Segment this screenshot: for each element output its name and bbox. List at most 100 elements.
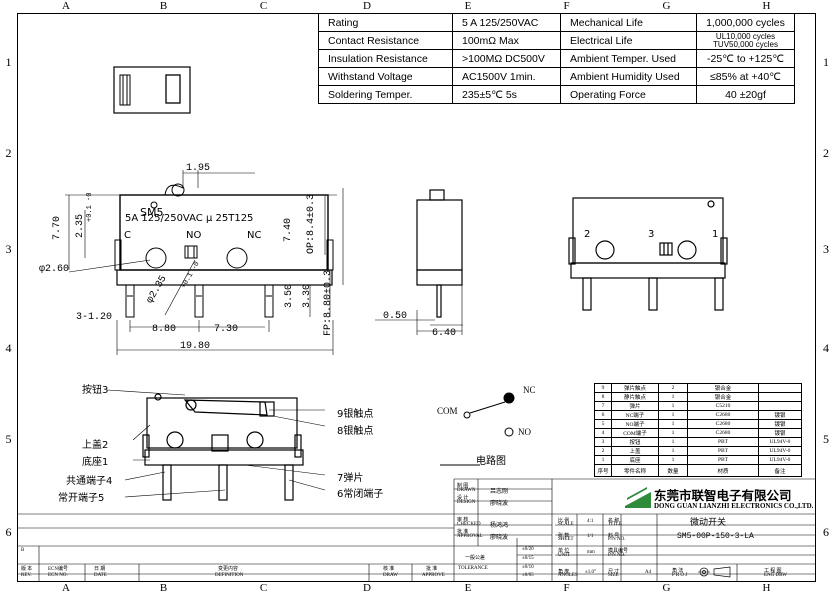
bom-cell: 2 [658,383,688,393]
approval-label-en: APPROVAL [457,534,483,539]
dim-0-50: 0.50 [383,311,408,322]
bom-cell: 1 [658,392,688,402]
spec-value: 5 A 125/250VAC [452,13,561,32]
spec-value: AC1500V 1min. [452,67,561,86]
size-value: A4 [645,570,652,575]
eng-drawing-label-en: ENG DRW [764,573,787,578]
rev-header: 变更内容 [218,567,239,572]
eng-drawing-label: 工 程 图 [764,569,782,574]
spec-key: Contact Resistance [318,31,453,50]
pin-2-label: 2 [584,229,591,240]
dim-8-80: 8.80 [152,324,177,335]
rev-header: 日 期 [94,567,106,572]
bom-cell: 6 [594,410,612,420]
rev-header-en: ECN NO. [48,573,68,578]
bom-cell: 3 [594,437,612,447]
row-label: 2 [5,146,12,160]
bom-cell: 弹片触点 [611,383,659,393]
row-label: 3 [823,242,829,256]
column-markers-bottom: A B C D E F G H [17,582,816,595]
rev-header-en: APPROVE [422,573,445,578]
spec-key: Withstand Voltage [318,67,453,86]
column-label: E [464,0,472,12]
bom-cell: 1 [594,455,612,465]
unit-label: 单 位 [558,549,570,554]
part-7-label: 7弹片 [337,473,364,484]
column-label: D [363,0,371,12]
rev-header-en: DEFINITION [215,573,244,578]
spec-value: TUV50,000 cycles [713,39,778,49]
revision-value: B [21,548,25,553]
spec-key: Operating Force [560,85,697,104]
circuit-com-label: COM [437,406,458,416]
row-label: 2 [823,146,829,160]
pin-1-label: 1 [712,229,719,240]
rev-header-en: DATE [94,573,107,578]
spec-row: Soldering Temper. 235±5℃ 5s Operating Fo… [318,85,795,104]
part-2-cover-label: 上盖2 [82,440,109,451]
scale-label: 比 例 [558,519,570,524]
column-label: E [464,582,472,594]
bom-cell: 1 [658,437,688,447]
column-label: G [662,582,671,594]
bom-cell: 静片触点 [611,392,659,402]
dim-6-40: 6.40 [432,328,457,339]
part-4-number: 4 [106,476,113,487]
part-8-label: 8银触点 [337,426,374,437]
column-label: B [159,582,168,594]
part-5-text: 常开端子 [58,493,98,504]
spec-value: 235±5℃ 5s [452,85,561,104]
column-label: H [762,582,771,594]
dim-fp: FP:8.80±0.3 [323,269,334,336]
tolerance-label: 一般公差 [465,556,486,561]
terminal-nc-label: NC [247,230,262,241]
spec-key: Insulation Resistance [318,49,453,68]
pin-3-label: 3 [648,229,655,240]
checked-label: 审 核 [457,518,469,523]
bom-cell: PBT [687,446,759,456]
dim-7-30: 7.30 [214,324,239,335]
part-number-label: 料 号 [608,534,620,539]
row-label: 1 [823,55,829,69]
bom-cell: 镀银 [758,419,802,429]
company-logo [625,487,651,508]
rev-header: 版 本 [21,567,33,572]
row-label: 4 [823,341,829,355]
bom-cell: 1 [658,419,688,429]
internal-view-drawing [106,389,326,501]
bom-cell: UL94V-0 [758,437,802,447]
part-5-no-label: 常开端子5 [58,489,104,504]
bom-cell: 1 [658,401,688,411]
bom-cell [758,383,802,393]
angle-label-en: ANGLES [558,573,578,578]
bom-cell: 银合金 [687,392,759,402]
sheet-label: 张 数 [558,534,570,539]
row-label: 4 [5,341,12,355]
bom-cell: 2 [594,446,612,456]
column-label: D [363,582,371,594]
spec-value: -25℃ to +125℃ [696,49,795,68]
column-label: B [159,0,168,12]
unit-label-en: UNIT [558,553,570,558]
title-label: 名 称 [608,519,620,524]
spec-value: 1,000,000 cycles [696,13,795,32]
bom-header-row: 序号 零件名称 数量 材质 备注 [594,464,802,477]
design-label: 设 计 [457,496,469,501]
spec-row: Insulation Resistance >100MΩ DC500V Ambi… [318,49,795,68]
size-label-en: SIZE [608,573,619,578]
bom-cell: 5 [594,419,612,429]
spec-table: Rating 5 A 125/250VAC Mechanical Life 1,… [318,13,795,104]
column-markers-top: A B C D E F G H [17,0,816,13]
bom-cell: 弹片 [611,401,659,411]
circuit-no-label: NO [518,427,531,437]
row-label: 1 [5,55,12,69]
terminal-c-label: C [124,230,131,241]
part-9-label: 9银触点 [337,409,374,420]
